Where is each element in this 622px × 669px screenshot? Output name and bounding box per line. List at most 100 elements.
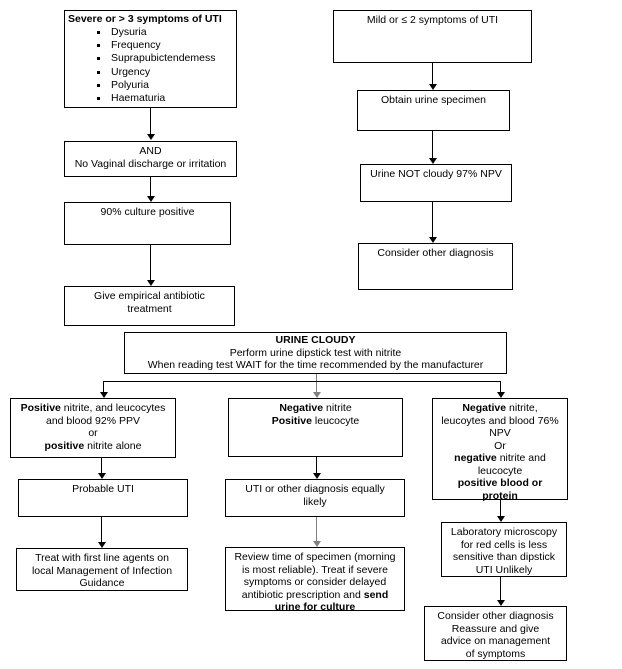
arrow-and-to-culture xyxy=(147,196,155,202)
connector-and-to-culture xyxy=(150,177,151,199)
node-positive-nitrite-line2: and blood 92% PPV xyxy=(46,414,140,427)
node-positive-nitrite[interactable]: Positive nitrite, and leucocytes and blo… xyxy=(10,398,176,458)
connector-negpos-to-utiother xyxy=(316,457,317,476)
arrow-branch-right xyxy=(497,392,505,398)
node-mild-symptoms-line1: Mild or ≤ 2 symptoms of UTI xyxy=(366,14,499,26)
node-review-specimen-line3: symptoms or consider delayed xyxy=(243,576,387,588)
node-urine-cloudy-line3: When reading test WAIT for the time reco… xyxy=(147,359,484,371)
rest-positive-line4: nitrite alone xyxy=(84,439,142,452)
node-urine-not-cloudy-line1: Urine NOT cloudy 97% NPV xyxy=(370,168,502,180)
arrow-obtain-to-notcloudy xyxy=(429,158,437,164)
node-negative-all-line4: Or xyxy=(494,439,506,452)
node-positive-nitrite-line1: Positive nitrite, and leucocytes xyxy=(11,402,175,415)
node-severe-symptoms-header: Severe or > 3 symptoms of UTI xyxy=(68,13,222,25)
connector-cloudy-bus xyxy=(103,381,501,382)
node-urine-cloudy[interactable]: URINE CLOUDY Perform urine dipstick test… xyxy=(124,332,507,374)
arrow-culture-to-empirical xyxy=(147,280,155,286)
connector-cloudy-stem-center xyxy=(316,374,317,394)
node-lab-microscopy-line3: sensitive than dipstick xyxy=(452,551,556,563)
connector-severe-to-and xyxy=(150,108,151,136)
node-review-specimen-line1: Review time of specimen (morning xyxy=(234,551,396,563)
connector-cloudy-to-right-branch xyxy=(500,381,501,394)
node-culture-positive[interactable]: 90% culture positive xyxy=(64,202,231,245)
connector-positive-to-probable xyxy=(101,458,102,476)
node-consider-other-diagnosis[interactable]: Consider other diagnosis xyxy=(358,243,513,290)
node-probable-uti-line1: Probable UTI xyxy=(72,483,134,495)
symptom-list: Dysuria Frequency Suprapubictendemess Ur… xyxy=(65,26,236,105)
node-negative-nitrite-positive-leucocyte[interactable]: Negative nitrite Positive leucocyte xyxy=(228,398,403,457)
node-empirical-antibiotic-line1: Give empirical antibiotic xyxy=(94,290,205,302)
node-review-specimen[interactable]: Review time of specimen (morning is most… xyxy=(225,547,405,613)
node-obtain-specimen[interactable]: Obtain urine specimen xyxy=(357,90,510,131)
node-negative-all-line2: leucoytes and blood 76% xyxy=(441,414,559,427)
arrow-negpos-to-utiother xyxy=(313,473,321,479)
list-item: Haematuria xyxy=(97,92,236,105)
connector-lab-to-consider xyxy=(500,577,501,603)
connector-obtain-to-notcloudy xyxy=(432,131,433,161)
bold-positive-leuco: Positive xyxy=(271,414,312,427)
rest-neg-line2: leucocyte xyxy=(312,414,360,427)
node-negative-all-line6: leucocyte xyxy=(477,464,523,477)
connector-utiother-to-review xyxy=(316,517,317,543)
rest-negall-line5: nitrite and xyxy=(496,452,546,464)
node-consider-other-reassure[interactable]: Consider other diagnosis Reassure and gi… xyxy=(424,606,567,661)
bold-negative-nitrite: Negative xyxy=(462,402,507,414)
node-negative-all-line3: NPV xyxy=(489,427,511,439)
node-uti-or-other[interactable]: UTI or other diagnosis equally likely xyxy=(225,479,405,517)
arrow-negall-to-lab xyxy=(497,516,505,522)
connector-culture-to-empirical xyxy=(150,245,151,283)
node-empirical-antibiotic[interactable]: Give empirical antibiotic treatment xyxy=(64,286,235,326)
node-consider-other-reassure-line3: advice on management xyxy=(440,635,551,647)
node-negative-all[interactable]: Negative nitrite, leucoytes and blood 76… xyxy=(432,398,568,502)
rest-neg-line1: nitrite xyxy=(323,402,352,414)
node-consider-other-reassure-line4: of symptoms xyxy=(465,647,526,660)
connector-probable-to-treat xyxy=(101,517,102,545)
node-and-no-discharge-line1: AND xyxy=(139,145,162,157)
node-and-no-discharge[interactable]: AND No Vaginal discharge or irritation xyxy=(64,141,237,177)
bold-positive: Positive xyxy=(20,402,61,414)
node-severe-symptoms[interactable]: Severe or > 3 symptoms of UTI Dysuria Fr… xyxy=(64,10,237,108)
node-uti-or-other-line2: likely xyxy=(303,495,327,508)
node-treat-first-line-line2: local Management of Infection xyxy=(31,564,173,577)
bold-negative: Negative xyxy=(279,402,324,414)
node-lab-microscopy[interactable]: Laboratory microscopy for red cells is l… xyxy=(441,522,567,577)
bold-negative-2: negative xyxy=(454,452,497,464)
connector-cloudy-to-left-branch xyxy=(103,381,104,394)
bold-positive-alone: positive xyxy=(44,439,85,452)
arrow-lab-to-consider xyxy=(497,600,505,606)
node-urine-cloudy-line1: URINE CLOUDY xyxy=(275,334,356,346)
node-lab-microscopy-line2: for red cells is less xyxy=(460,538,548,551)
arrow-mild-to-obtain xyxy=(429,84,437,90)
node-and-no-discharge-line2: No Vaginal discharge or irritation xyxy=(74,157,227,170)
bold-send: send xyxy=(363,588,389,601)
node-urine-cloudy-line2: Perform urine dipstick test with nitrite xyxy=(229,346,402,359)
node-review-specimen-line4: antibiotic prescription and send xyxy=(226,589,404,602)
node-lab-microscopy-line1: Laboratory microscopy xyxy=(450,526,558,538)
arrow-positive-to-probable xyxy=(98,473,106,479)
node-mild-symptoms[interactable]: Mild or ≤ 2 symptoms of UTI xyxy=(333,10,532,63)
list-item: Polyuria xyxy=(97,79,236,92)
node-treat-first-line[interactable]: Treat with first line agents on local Ma… xyxy=(16,548,188,591)
node-probable-uti[interactable]: Probable UTI xyxy=(18,479,188,517)
arrow-branch-center xyxy=(313,392,321,398)
node-negative-all-line1: Negative nitrite, xyxy=(433,402,567,415)
node-urine-not-cloudy[interactable]: Urine NOT cloudy 97% NPV xyxy=(360,164,512,202)
node-culture-positive-line1: 90% culture positive xyxy=(100,206,195,218)
node-positive-nitrite-line4: positive nitrite alone xyxy=(11,440,175,453)
node-neg-pos-line1: Negative nitrite xyxy=(229,402,402,415)
rest-positive-line1: nitrite, and leucocytes xyxy=(60,402,166,414)
arrow-branch-left xyxy=(100,392,108,398)
arrow-severe-to-and xyxy=(147,134,155,140)
node-review-specimen-line2: is most reliable). Treat if severe xyxy=(242,563,388,576)
node-consider-other-diagnosis-line1: Consider other diagnosis xyxy=(377,247,494,259)
node-treat-first-line-line3: Guidance xyxy=(79,577,125,589)
node-lab-microscopy-line4: UTI Unlikely xyxy=(475,563,533,576)
node-consider-other-reassure-line1: Consider other diagnosis xyxy=(437,610,554,622)
node-neg-pos-line2: Positive leucocyte xyxy=(229,415,402,428)
node-empirical-antibiotic-line2: treatment xyxy=(127,302,172,315)
arrow-utiother-to-review xyxy=(313,541,321,547)
connector-notcloudy-to-consider xyxy=(432,202,433,240)
node-treat-first-line-line1: Treat with first line agents on xyxy=(35,552,169,564)
arrow-notcloudy-to-consider xyxy=(429,237,437,243)
